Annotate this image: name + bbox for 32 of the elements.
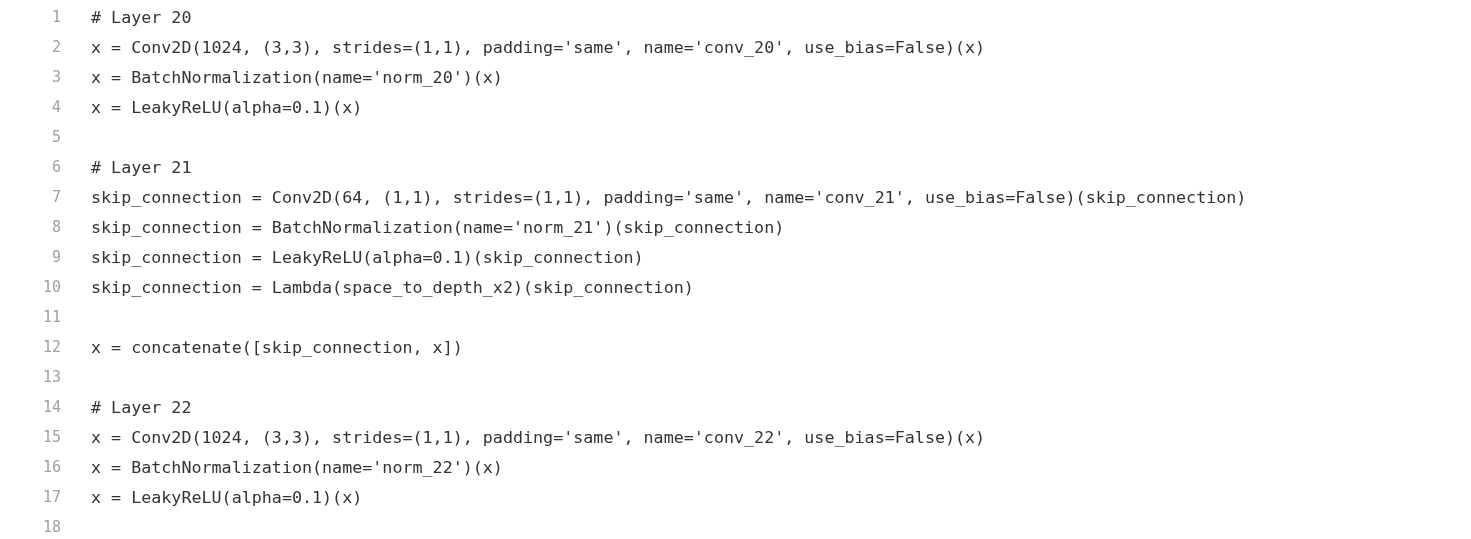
line-number: 13 bbox=[41, 367, 61, 387]
code-line: skip_connection = Conv2D(64, (1,1), strides=(1,1), padding='same', name='conv_21', use_bias=False)(skip_connection) bbox=[91, 187, 1247, 207]
line-number: 10 bbox=[41, 277, 61, 297]
code-line: x = LeakyReLU(alpha=0.1)(x) bbox=[91, 97, 363, 117]
line-number: 11 bbox=[41, 307, 61, 327]
line-number: 2 bbox=[50, 37, 61, 57]
line-number: 5 bbox=[50, 127, 61, 147]
line-number: 7 bbox=[50, 187, 61, 207]
code-line: x = Conv2D(1024, (3,3), strides=(1,1), padding='same', name='conv_20', use_bias=False)(x) bbox=[91, 37, 986, 57]
line-number: 18 bbox=[41, 517, 61, 537]
line-number: 1 bbox=[50, 7, 61, 27]
code-line: x = LeakyReLU(alpha=0.1)(x) bbox=[91, 487, 363, 507]
line-number: 9 bbox=[50, 247, 61, 267]
code-line: x = BatchNormalization(name='norm_20')(x) bbox=[91, 67, 503, 87]
line-number: 4 bbox=[50, 97, 61, 117]
code-line: # Layer 20 bbox=[91, 7, 192, 27]
code-line: skip_connection = Lambda(space_to_depth_x2)(skip_connection) bbox=[91, 277, 694, 297]
line-number: 3 bbox=[50, 67, 61, 87]
code-line: x = Conv2D(1024, (3,3), strides=(1,1), padding='same', name='conv_22', use_bias=False)(x) bbox=[91, 427, 986, 447]
code-line: # Layer 21 bbox=[91, 157, 192, 177]
line-number: 8 bbox=[50, 217, 61, 237]
line-number: 17 bbox=[41, 487, 61, 507]
code-line: skip_connection = LeakyReLU(alpha=0.1)(skip_connection) bbox=[91, 247, 644, 267]
code-line: x = concatenate([skip_connection, x]) bbox=[91, 337, 463, 357]
code-line: x = BatchNormalization(name='norm_22')(x) bbox=[91, 457, 503, 477]
code-line: # Layer 22 bbox=[91, 397, 192, 417]
line-number: 6 bbox=[50, 157, 61, 177]
line-number: 15 bbox=[41, 427, 61, 447]
line-number: 14 bbox=[41, 397, 61, 417]
line-number: 16 bbox=[41, 457, 61, 477]
code-line: skip_connection = BatchNormalization(name='norm_21')(skip_connection) bbox=[91, 217, 785, 237]
line-number: 12 bbox=[41, 337, 61, 357]
